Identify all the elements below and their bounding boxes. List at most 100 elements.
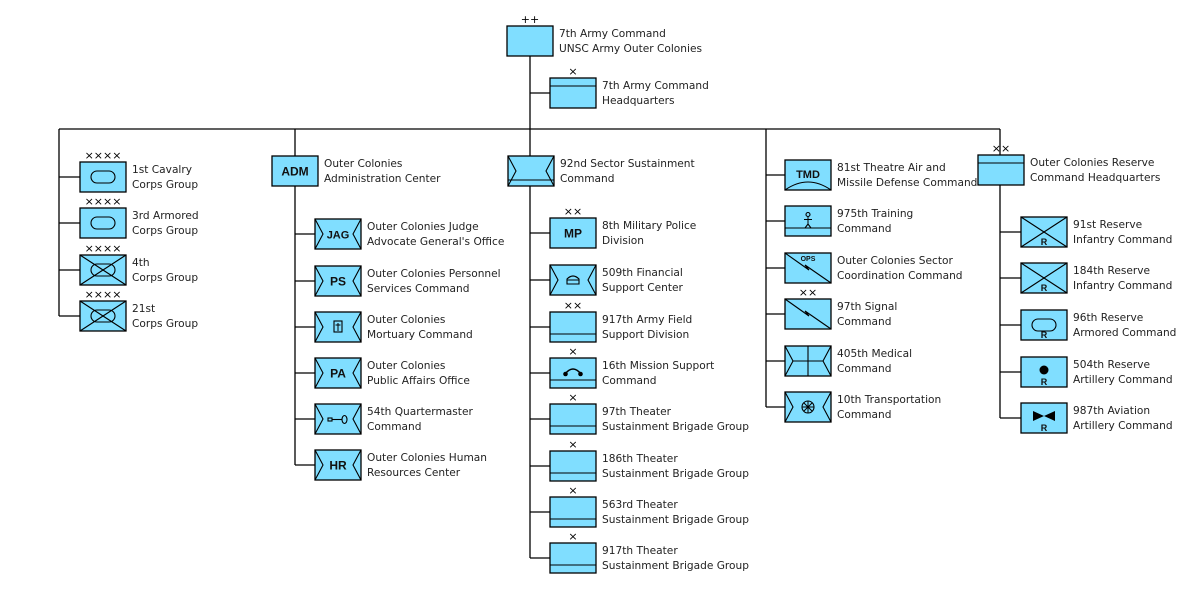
sustainment-chevron-right xyxy=(587,264,597,296)
sustainment-chevron-right xyxy=(352,265,362,297)
sustainment-chevron-right xyxy=(545,155,555,187)
unit-symbol-frame xyxy=(79,161,127,193)
unit-label: 975th Training xyxy=(837,208,913,220)
reserve-mark: R xyxy=(1041,237,1048,247)
armor-track-icon xyxy=(90,170,116,184)
unit-label: Sustainment Brigade Group xyxy=(602,514,749,526)
unit-label: Outer Colonies Personnel xyxy=(367,268,501,280)
unit-symbol-frame xyxy=(506,25,554,57)
sustainment-chevron-left xyxy=(549,264,559,296)
key-icon xyxy=(341,414,348,425)
infantry-cross-icon xyxy=(1020,216,1068,248)
unit-label: Artillery Command xyxy=(1073,420,1173,432)
echelon-marker: ×××× xyxy=(85,149,122,162)
sustainment-chevron-left xyxy=(314,218,324,250)
unit-symbol-frame xyxy=(977,154,1025,186)
unit-label: Command xyxy=(837,363,891,375)
unit-label: 186th Theater xyxy=(602,453,678,465)
unit-label: 563rd Theater xyxy=(602,499,678,511)
sustainment-chevron-right xyxy=(352,218,362,250)
unit-label: Public Affairs Office xyxy=(367,375,470,387)
echelon-marker: ×××× xyxy=(85,195,122,208)
reserve-mark: R xyxy=(1041,423,1048,433)
armor-track-icon xyxy=(1031,318,1057,332)
unit-label: Command xyxy=(602,375,656,387)
mortuary-icon xyxy=(333,320,343,333)
signal-lightning-icon xyxy=(784,298,832,330)
unit-label: Corps Group xyxy=(132,272,198,284)
transport-wheel-icon xyxy=(803,402,813,412)
unit-label: Command xyxy=(367,421,421,433)
unit-label: 16th Mission Support xyxy=(602,360,714,372)
unit-label: Command xyxy=(837,316,891,328)
connector-lines xyxy=(58,56,1021,559)
sustainment-chevron-left xyxy=(314,403,324,435)
unit-label: 54th Quartermaster xyxy=(367,406,473,418)
unit-label: 504th Reserve xyxy=(1073,359,1150,371)
signal-lightning-icon xyxy=(784,252,832,284)
unit-label: Corps Group xyxy=(132,179,198,191)
unit-symbol-frame xyxy=(271,155,319,187)
unit-label: Outer Colonies Judge xyxy=(367,221,479,233)
infantry-cross-icon xyxy=(79,254,127,286)
unit-symbol-text: JAG xyxy=(327,230,350,242)
unit-symbol-frame xyxy=(549,403,597,435)
echelon-marker: ×× xyxy=(799,286,817,299)
unit-label: 3rd Armored xyxy=(132,210,199,222)
armor-track-icon xyxy=(90,216,116,230)
unit-label: Outer Colonies xyxy=(367,360,445,372)
unit-label: Support Division xyxy=(602,329,689,341)
unit-label: Headquarters xyxy=(602,95,675,107)
sustainment-chevron-left xyxy=(314,311,324,343)
sustainment-chevron-left xyxy=(314,357,324,389)
unit-label: 97th Signal xyxy=(837,301,897,313)
sustainment-chevron-right xyxy=(352,311,362,343)
infantry-cross-icon xyxy=(79,300,127,332)
echelon-marker: ++ xyxy=(521,13,539,26)
unit-label: 81st Theatre Air and xyxy=(837,162,946,174)
unit-symbol-frame xyxy=(549,542,597,574)
unit-label: Outer Colonies Sector xyxy=(837,255,954,267)
unit-symbol-frame xyxy=(1020,402,1068,434)
artillery-dot-icon xyxy=(1039,365,1049,375)
echelon-marker: × xyxy=(568,484,577,497)
unit-symbol-text: HR xyxy=(329,459,347,473)
unit-label: Outer Colonies Human xyxy=(367,452,487,464)
unit-label: Outer Colonies Reserve xyxy=(1030,157,1154,169)
echelon-marker: ×× xyxy=(564,299,582,312)
unit-symbol-frame xyxy=(549,217,597,249)
unit-label: Outer Colonies xyxy=(367,314,445,326)
unit-label: Command Headquarters xyxy=(1030,172,1160,184)
echelon-marker: × xyxy=(568,391,577,404)
echelon-marker: ×× xyxy=(992,142,1010,155)
unit-label: Coordination Command xyxy=(837,270,963,282)
unit-symbol-frame xyxy=(1020,309,1068,341)
unit-label: 96th Reserve xyxy=(1073,312,1143,324)
echelon-marker: ×× xyxy=(564,205,582,218)
echelon-marker: × xyxy=(568,65,577,78)
sustainment-chevron-right xyxy=(352,403,362,435)
echelon-marker: ×××× xyxy=(85,242,122,255)
unit-label: 21st xyxy=(132,303,155,315)
sustainment-chevron-left xyxy=(507,155,517,187)
